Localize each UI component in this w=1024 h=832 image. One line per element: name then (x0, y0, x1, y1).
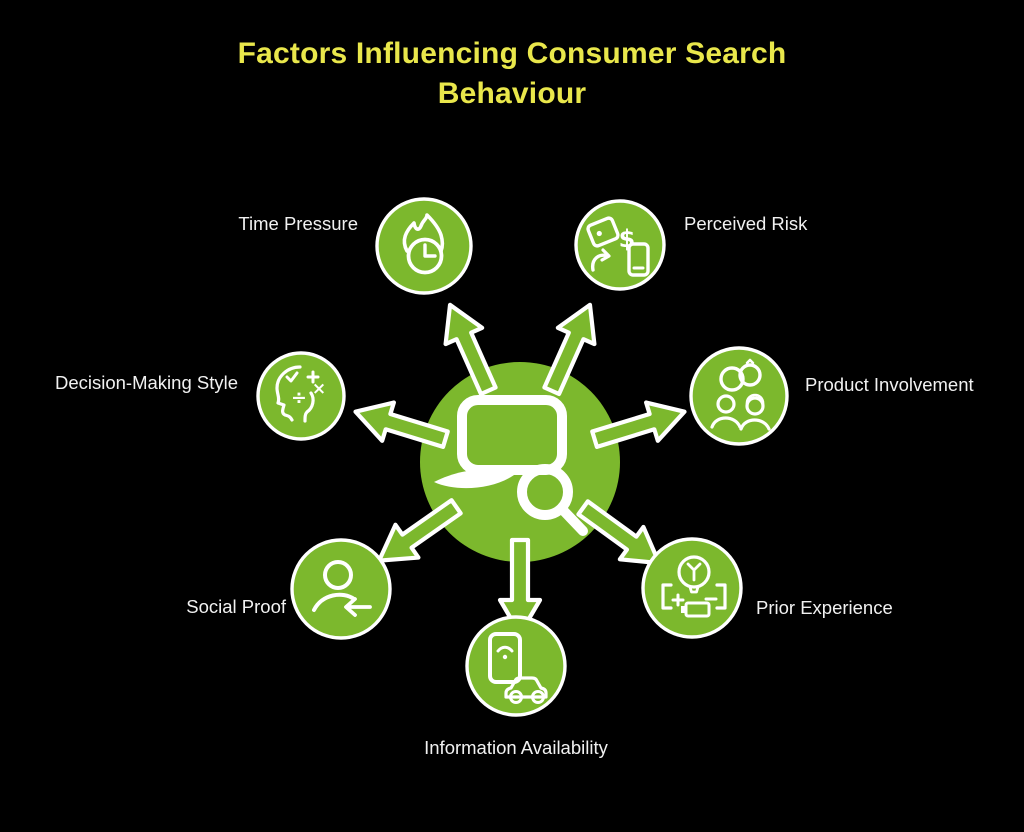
label-prior-experience: Prior Experience (756, 597, 893, 618)
page-title-line1: Factors Influencing Consumer Search (237, 37, 787, 70)
page-title-line2: Behaviour (437, 77, 587, 110)
svg-text:÷: ÷ (291, 387, 307, 409)
phone-car-icon (465, 615, 567, 717)
people-rings-icon (689, 346, 789, 446)
head-math-symbols-icon: ÷ × (256, 351, 346, 441)
label-time-pressure: Time Pressure (238, 213, 358, 234)
money-device-exchange-icon: $ (574, 199, 666, 291)
laptop-search-icon (434, 395, 588, 536)
central-hub (320, 262, 720, 662)
label-product-involvement: Product Involvement (805, 374, 974, 395)
burning-clock-icon (375, 197, 473, 295)
page-title: Factors Influencing Consumer Search Beha… (0, 34, 1024, 114)
bulb-battery-icon (641, 537, 743, 639)
label-social-proof: Social Proof (186, 596, 286, 617)
svg-text:×: × (312, 379, 326, 399)
label-perceived-risk: Perceived Risk (684, 213, 808, 234)
label-decision-making-style: Decision-Making Style (54, 372, 238, 393)
label-information-availability: Information Availability (424, 737, 608, 758)
hub-circle (420, 362, 620, 562)
svg-text:$: $ (619, 225, 636, 253)
person-arrow-icon (290, 538, 392, 640)
